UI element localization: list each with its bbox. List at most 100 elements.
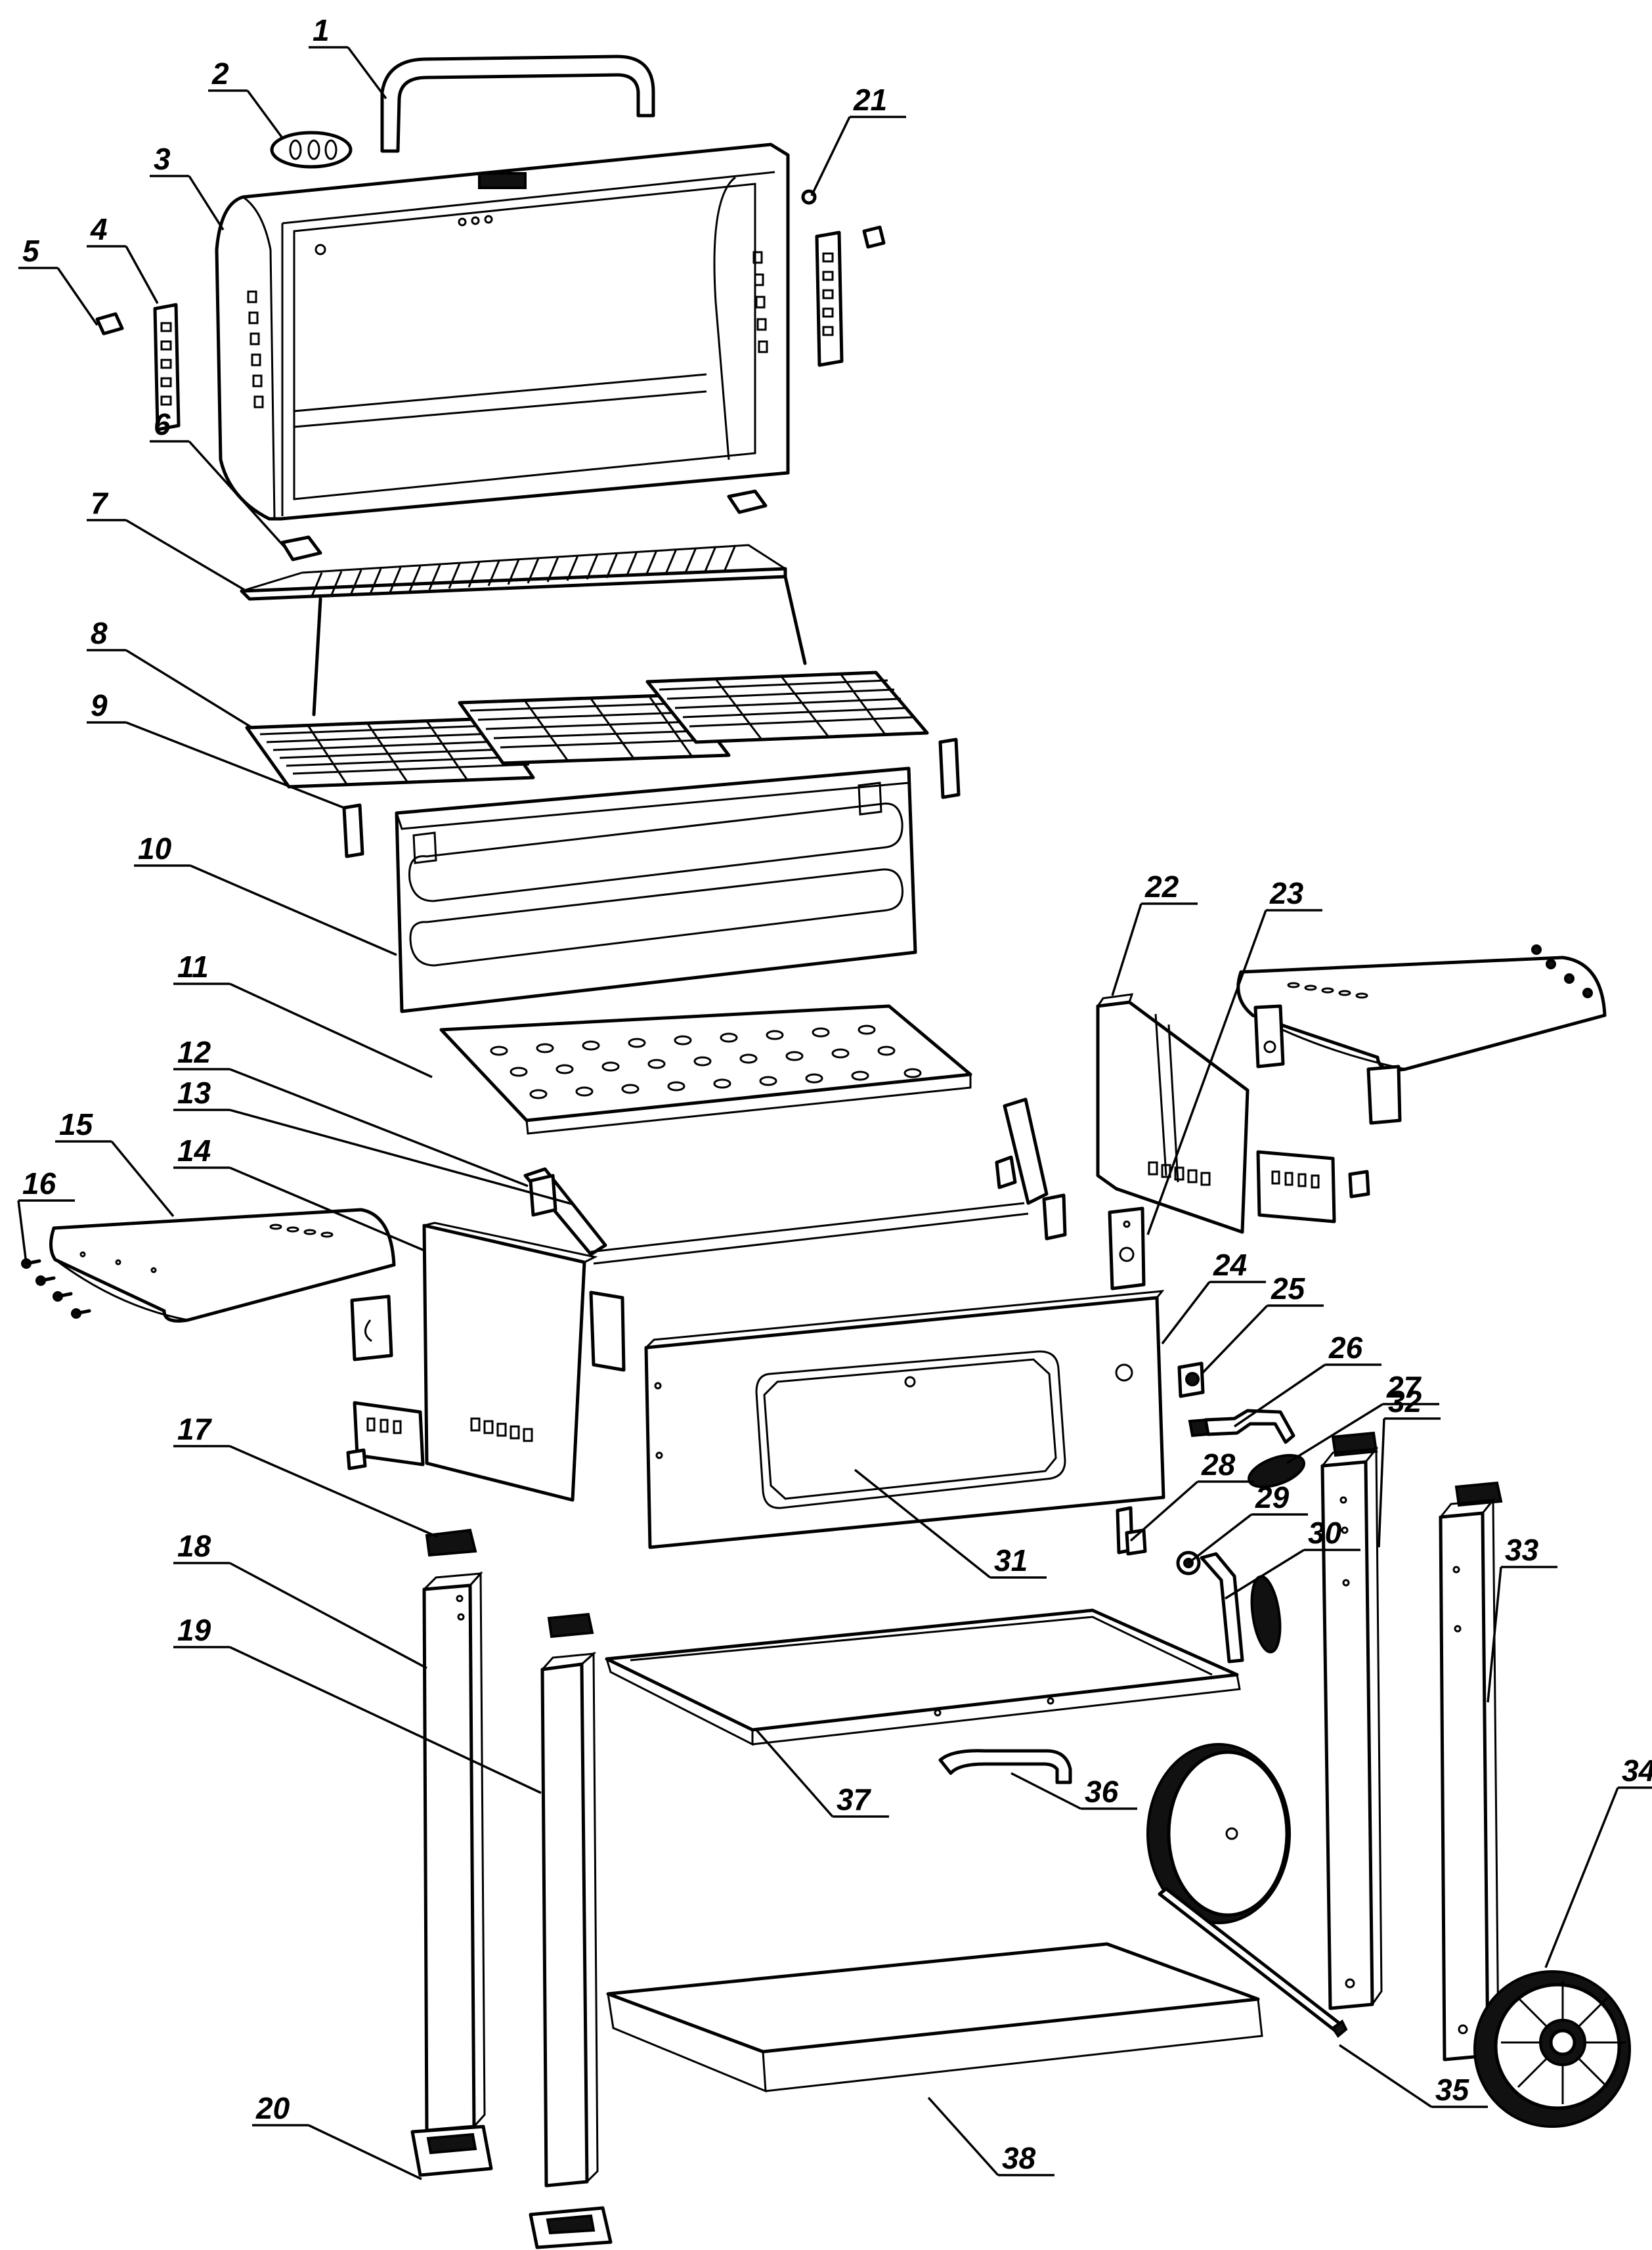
callout-leader-line (229, 1166, 425, 1252)
callout-leader-line (347, 46, 387, 100)
callout-leader-line (1286, 1403, 1383, 1465)
callout-leader-line (229, 1109, 575, 1206)
callout-number: 24 (1213, 1248, 1247, 1282)
callout-22: 22 (1111, 870, 1198, 996)
part-ash-pan (605, 1608, 1241, 1746)
callout-32: 32 (1378, 1384, 1441, 1548)
callout-26: 26 (1234, 1331, 1381, 1428)
part-charcoal-tray (439, 1004, 972, 1135)
callout-number: 15 (59, 1107, 94, 1141)
part-knob-bezel (1177, 1361, 1205, 1398)
callout-21: 21 (810, 83, 906, 196)
callout-number: 29 (1255, 1480, 1290, 1514)
part-left-hinge-bracket (153, 303, 181, 431)
callout-leader-line (1487, 1566, 1502, 1703)
part-front-right-leg (1320, 1445, 1383, 2010)
part-thermometer-bezel (270, 131, 353, 169)
callout-number: 37 (837, 1782, 872, 1817)
callout-17: 17 (173, 1412, 438, 1538)
callout-number: 23 (1269, 876, 1304, 910)
part-wheel-front (1473, 1970, 1631, 2128)
callout-leader-line (56, 267, 98, 326)
callout-5: 5 (18, 234, 98, 326)
callout-number: 9 (91, 688, 108, 722)
callout-number: 21 (853, 83, 887, 117)
callout-33: 33 (1487, 1533, 1557, 1703)
callout-leader-line (308, 2124, 422, 2180)
callout-number: 12 (177, 1035, 211, 1069)
callout-number: 1 (313, 13, 330, 47)
callout-28: 28 (1129, 1447, 1254, 1542)
callout-leader-line (188, 175, 225, 231)
callout-leader-line (229, 1445, 438, 1538)
callout-3: 3 (150, 142, 225, 231)
callout-number: 32 (1388, 1384, 1422, 1419)
callout-1: 1 (309, 13, 387, 100)
part-adjuster-rod (1200, 1552, 1244, 1664)
callout-leader-line (1011, 1772, 1081, 1810)
callout-19: 19 (173, 1613, 542, 1794)
callout-leader-line (125, 246, 159, 304)
callout-24: 24 (1161, 1248, 1266, 1345)
callout-25: 25 (1200, 1271, 1324, 1375)
callout-number: 34 (1622, 1754, 1652, 1788)
callout-leader-line (110, 1140, 175, 1218)
callout-30: 30 (1225, 1516, 1360, 1600)
callout-37: 37 (754, 1727, 889, 1818)
callout-7: 7 (87, 486, 245, 591)
callout-number: 25 (1271, 1271, 1306, 1306)
part-front-panel (644, 1290, 1165, 1549)
part-lid-bumper (95, 312, 124, 336)
callout-15: 15 (55, 1107, 175, 1218)
part-grate-support-bracket (342, 738, 961, 858)
callout-36: 36 (1011, 1772, 1137, 1810)
callout-leader-line (854, 1468, 991, 1579)
part-right-shelf-bolts (1531, 944, 1593, 998)
callout-34: 34 (1544, 1754, 1652, 1968)
callout-4: 4 (87, 212, 159, 304)
callout-number: 18 (177, 1529, 211, 1563)
callout-number: 11 (177, 950, 209, 984)
callout-leader-line (1339, 2044, 1432, 2108)
part-damper-plate (1108, 1206, 1146, 1290)
part-right-side-panel (1096, 993, 1250, 1234)
part-ash-pan-handle (938, 1749, 1072, 1784)
callout-35: 35 (1339, 2044, 1488, 2108)
part-left-side-shelf (49, 1208, 396, 1361)
part-cooking-grate-right (645, 671, 929, 744)
callout-leader-line (754, 1727, 834, 1818)
part-crank-rod (1188, 1409, 1295, 1444)
callout-leader-line (17, 1200, 28, 1264)
callout-number: 22 (1144, 870, 1179, 904)
callout-11: 11 (173, 950, 433, 1078)
callout-leader-line (125, 519, 245, 591)
part-rear-right-leg (1439, 1497, 1500, 2062)
callout-number: 20 (255, 2091, 290, 2125)
callout-number: 35 (1435, 2073, 1470, 2107)
callout-number: 31 (994, 1543, 1028, 1577)
callout-number: 28 (1201, 1447, 1236, 1482)
callout-27: 27 (1286, 1370, 1439, 1465)
callout-number: 5 (22, 234, 40, 268)
callout-leader-line (1200, 1304, 1269, 1375)
callout-13: 13 (173, 1076, 575, 1206)
part-crank-handle (1250, 1575, 1282, 1654)
callout-leader-line (1544, 1787, 1619, 1968)
callout-10: 10 (134, 831, 397, 956)
callout-leader-line (229, 1646, 542, 1794)
callout-9: 9 (87, 688, 345, 809)
callout-number: 4 (90, 212, 108, 246)
part-firebox-back-panel (395, 766, 917, 1013)
part-right-shelf-bracket (1256, 1150, 1370, 1224)
callout-number: 36 (1085, 1775, 1119, 1809)
part-right-hinge-bracket (815, 231, 844, 367)
callout-8: 8 (87, 616, 253, 729)
callout-6: 6 (150, 407, 289, 552)
callout-number: 10 (138, 831, 172, 866)
part-cooking-grate-left (245, 717, 535, 789)
callout-leader-line (229, 1562, 427, 1669)
part-wheel-rear (1146, 1743, 1291, 1924)
part-front-left-leg (422, 1571, 486, 2132)
part-right-side-shelf (1236, 956, 1607, 1125)
part-rear-left-leg (540, 1651, 599, 2188)
